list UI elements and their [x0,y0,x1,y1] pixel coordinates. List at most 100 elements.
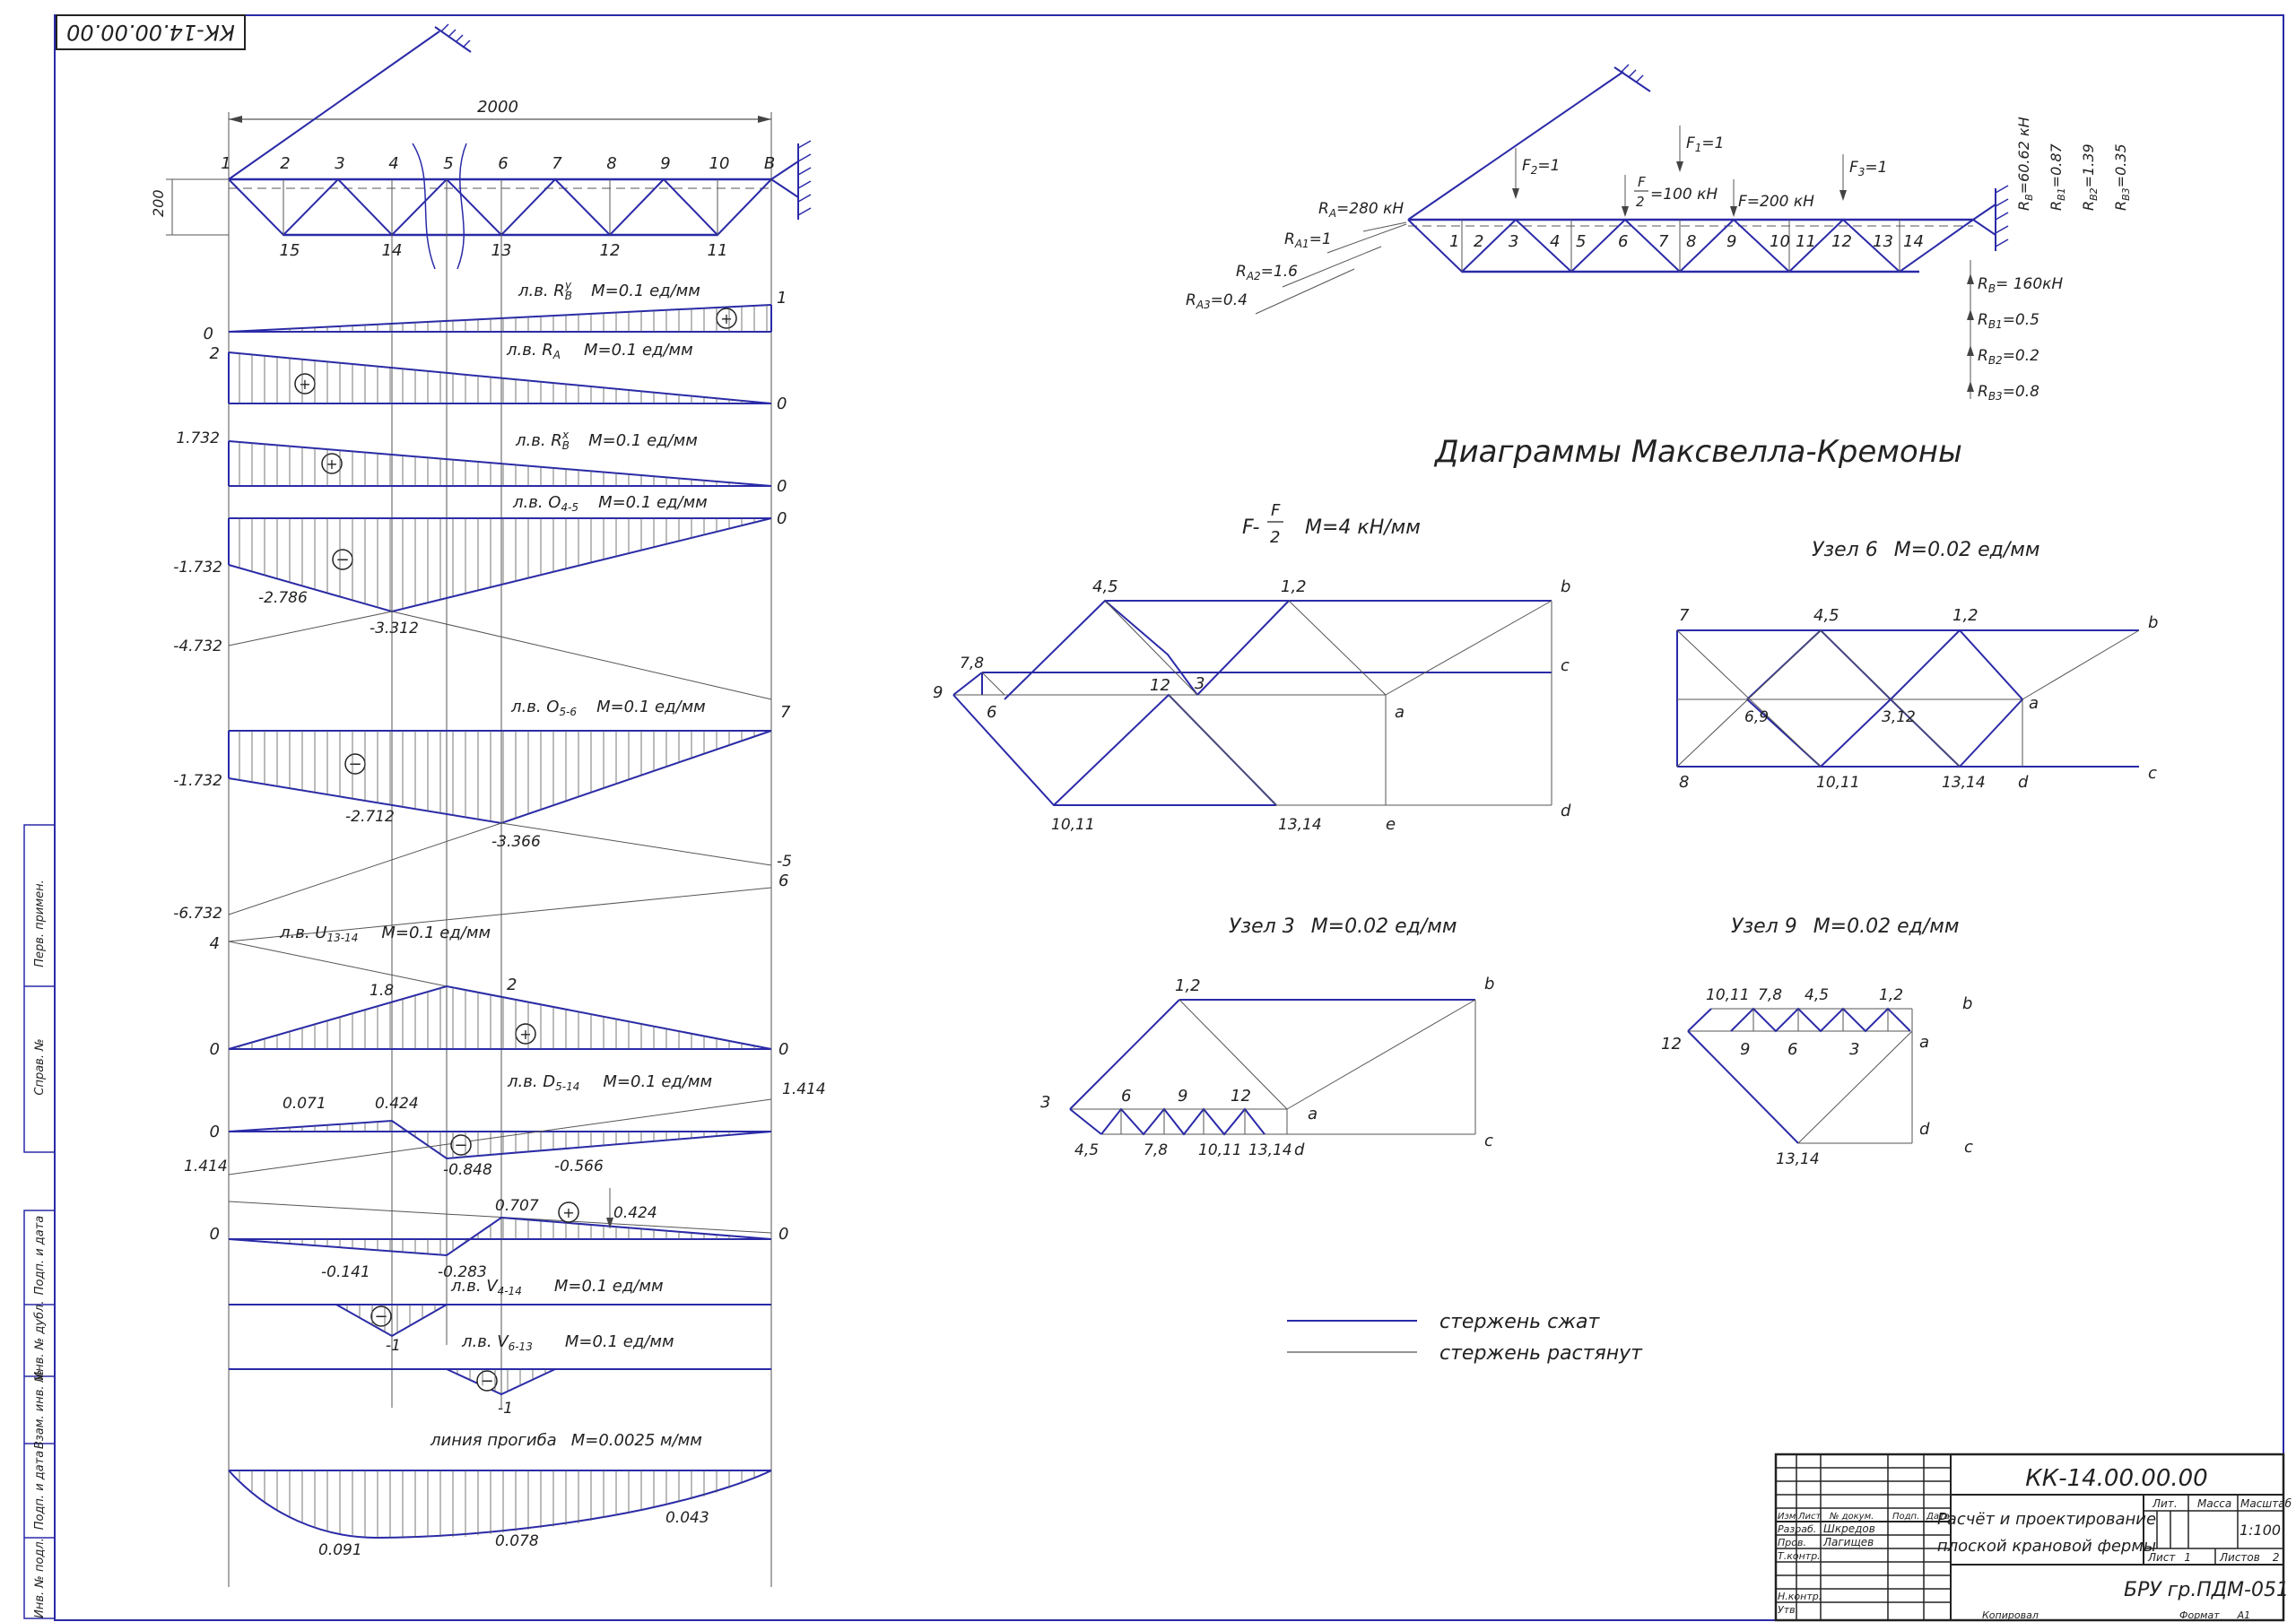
tb-title-2: плоской крановой фермы [1937,1537,2156,1556]
il-value: -2.786 [258,589,308,607]
tb-col-header: № докум. [1829,1512,1874,1522]
svg-text:−: − [454,1136,467,1155]
truss-node-label: 10 [1770,232,1790,251]
svg-text:−: − [374,1307,387,1326]
truss-node-label: 15 [280,241,300,260]
truss-node-label: 7 [552,154,562,173]
il-value: -1 [386,1337,401,1355]
svg-text:−: − [480,1372,493,1391]
il-value: -1.732 [173,772,222,790]
force-label: F3=1 [1849,159,1887,178]
il-value: 0.078 [495,1532,539,1550]
il-value: 0 [778,1040,788,1059]
diagram-label: 6 [1121,1087,1131,1106]
il-value: -3.312 [370,620,419,638]
tb-col-header: Подп. [1892,1512,1919,1522]
reaction-label: RA2=1.6 [1236,263,1298,282]
tb-name: Лагищев [1822,1536,1874,1548]
diagram-title: F [1271,501,1281,520]
il-value: 0 [210,1123,220,1141]
truss-node-label: 4 [388,154,398,173]
truss-node-label: 9 [660,154,670,173]
il-value: 0 [777,477,787,496]
truss-node-label: 13 [1873,232,1893,251]
diagram-label: 6 [987,703,996,722]
legend-tensioned: стержень растянут [1439,1342,1643,1365]
tb-col-header: Лист [1797,1512,1822,1522]
svg-text:−: − [335,551,349,569]
il-value: 4 [210,934,220,953]
diagram-label: d [1294,1141,1305,1159]
force-label: 2 [1636,194,1645,210]
diagram-label: b [1561,577,1570,596]
truss-node-label: 8 [1686,232,1696,251]
legend: стержень сжат стержень растянут [1287,1311,1643,1365]
tb-name: Шкредов [1823,1522,1875,1535]
truss-node-label: 12 [1831,232,1852,251]
diagram-label: 9 [1178,1087,1187,1106]
il-value: -0.566 [554,1158,604,1175]
title-block [1774,1453,2285,1622]
diagram-label: a [1919,1033,1929,1052]
il-value: 0.424 [375,1095,419,1113]
svg-text:+: + [562,1204,574,1221]
tb-row-label: Разраб. [1778,1523,1816,1535]
diagram-label: 12 [1661,1035,1682,1054]
diagram-label: b [2148,613,2158,632]
diagram-label: 1,2 [1952,606,1979,625]
diagram-label: 9 [1740,1040,1750,1059]
il-value: 1.414 [184,1158,228,1175]
tb-scale-head: Масштаб [2240,1497,2292,1510]
diagram-label: 6 [1787,1040,1797,1059]
tb-copied: Копировал [1982,1609,2039,1621]
truss-node-label: 12 [600,241,621,260]
reaction-label: RB2=1.39 [2080,143,2100,211]
reaction-label: RB2=0.2 [1978,347,2039,367]
il-value: 0 [204,325,213,343]
reaction-label: RB= 160кН [1978,275,2063,295]
il-value: 0 [210,1225,220,1244]
truss-node-label: 1 [221,154,230,173]
truss-node-label: 8 [606,154,616,173]
diagram-title: M=4 кН/мм [1305,516,1421,539]
truss-node-label: 3 [1509,232,1518,251]
svg-text:+: + [299,376,310,393]
diagram-label: a [1395,703,1405,722]
side-strip [23,824,56,1619]
dimension-height: 200 [150,189,167,217]
diagram-label: d [2018,773,2029,792]
il-value: -3.366 [491,833,541,851]
diagram-label: e [1386,815,1396,834]
reaction-label: RB1=0.5 [1978,311,2039,331]
diagram-label: 12 [1150,676,1170,695]
diagram-label: 4,5 [1805,986,1829,1004]
il-value: 0.424 [613,1204,657,1222]
diagram-title: 2 [1270,528,1280,547]
force-label: F [1638,174,1646,190]
il-value: 0.071 [283,1095,326,1113]
il-v414-pre: + 0 0.707 0.424 0 -0.141 -0.283 [210,1188,788,1281]
diagram-label: 3 [1040,1093,1050,1112]
svg-text:+: + [519,1026,531,1043]
il-value: 0 [778,1225,788,1244]
diagram-label: a [2029,694,2039,713]
diagram-label: 4,5 [1092,577,1118,596]
tb-scale: 1:100 [2239,1522,2281,1539]
il-value: 0.091 [318,1541,362,1559]
side-label: Справ. № [33,1038,47,1095]
diagram-label: 9 [933,683,943,702]
tb-col-header: Изм [1778,1512,1796,1522]
diagram-label: 10,11 [1051,816,1095,834]
truss-node-label: 2 [280,154,290,173]
diagram-label: a [1308,1105,1318,1123]
diagram-label: 7 [1679,606,1690,625]
